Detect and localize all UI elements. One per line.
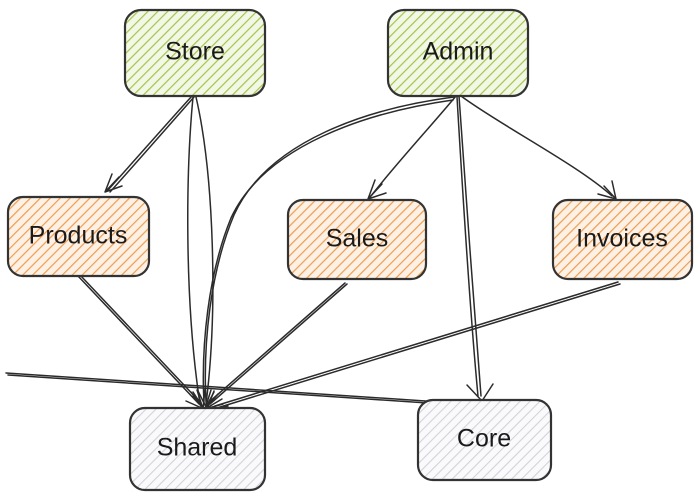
edge-sales-shared [204,282,348,410]
edge-admin-invoices [460,95,617,200]
node-shared[interactable]: Shared [128,406,267,492]
node-sales[interactable]: Sales [286,198,428,281]
node-admin-shape[interactable] [386,8,530,98]
node-core-shape[interactable] [416,398,553,482]
node-products[interactable]: Products [6,195,151,278]
edge-store-shared-b [195,96,219,410]
edges-layer [5,95,621,416]
edge-products-core [5,372,480,413]
node-sales-shape[interactable] [286,198,428,281]
edge-store-shared-a [187,96,206,410]
edge-admin-core [456,95,494,402]
node-shared-shape[interactable] [128,406,267,492]
edge-admin-sales [367,95,457,200]
node-products-shape[interactable] [6,195,151,278]
node-invoices-shape[interactable] [551,198,694,281]
node-store[interactable]: Store [123,8,267,98]
edge-products-shared [77,274,205,410]
node-admin[interactable]: Admin [386,8,530,98]
edge-store-products [104,95,195,193]
nodes-layer: Store Admin Products Sales Invoices Shar [6,8,694,492]
node-store-shape[interactable] [123,8,267,98]
node-core[interactable]: Core [416,398,553,482]
node-invoices[interactable]: Invoices [551,198,694,281]
